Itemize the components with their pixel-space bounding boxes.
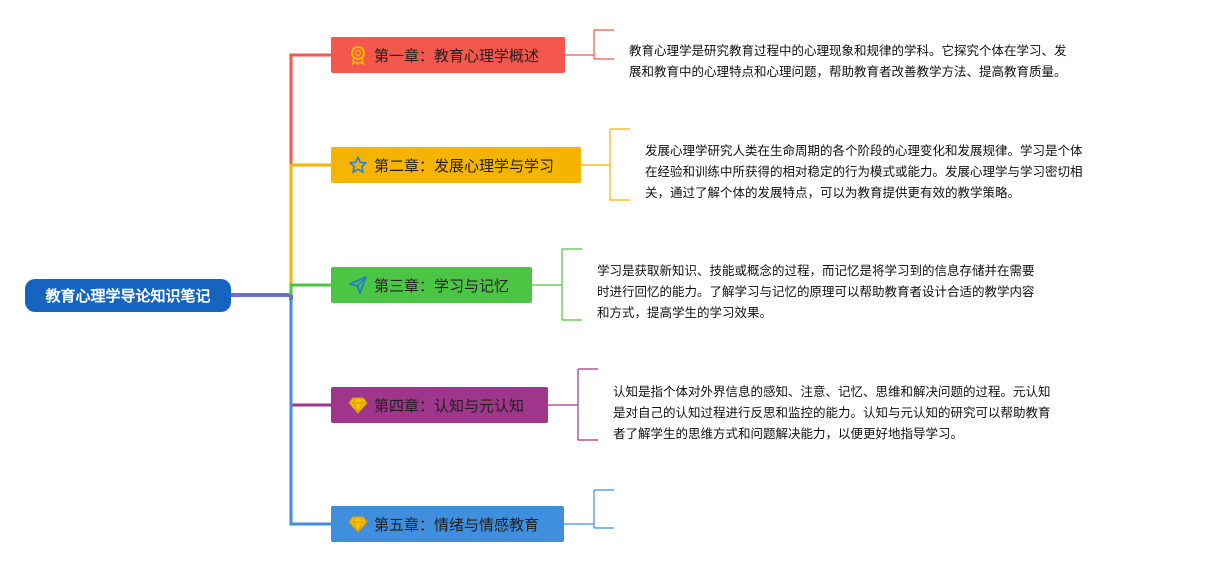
chapter-3-label: 第三章：学习与记忆 (374, 276, 510, 295)
chapter-5-label: 第五章：情绪与情感教育 (374, 515, 540, 534)
chapter-4-node[interactable]: 第四章：认知与元认知 (331, 387, 548, 423)
chapter-2-description: 发展心理学研究人类在生命周期的各个阶段的心理变化和发展规律。学习是个体 在经验和… (645, 140, 1083, 203)
branch-line-4 (289, 295, 331, 407)
description-line: 在经验和训练中所获得的相对稳定的行为模式或能力。发展心理学与学习密切相 (645, 164, 1083, 179)
chapter-3-node[interactable]: 第三章：学习与记忆 (331, 267, 532, 303)
diamond-icon (347, 394, 369, 416)
desc-connector-3 (532, 248, 582, 321)
root-topic[interactable]: 教育心理学导论知识笔记 (25, 279, 231, 312)
branch-line-2 (289, 163, 331, 290)
chapter-1-description: 教育心理学是研究教育过程中的心理现象和规律的学科。它探究个体在学习、发 展和教育… (629, 40, 1067, 82)
chapter-2-label: 第二章：发展心理学与学习 (374, 156, 555, 175)
description-line: 和方式，提高学生的学习效果。 (597, 305, 773, 320)
chapter-4-description: 认知是指个体对外界信息的感知、注意、记忆、思维和解决问题的过程。元认知 是对自己… (613, 381, 1051, 444)
desc-connector-4 (548, 368, 598, 441)
chapter-3-description: 学习是获取新知识、技能或概念的过程，而记忆是将学习到的信息存储并在需要 时进行回… (597, 260, 1035, 323)
desc-connector-1 (565, 29, 614, 60)
description-line: 时进行回忆的能力。了解学习与记忆的原理可以帮助教育者设计合适的教学内容 (597, 284, 1035, 299)
branch-line-3 (289, 283, 331, 295)
chapter-2-node[interactable]: 第二章：发展心理学与学习 (331, 147, 581, 183)
description-line: 教育心理学是研究教育过程中的心理现象和规律的学科。它探究个体在学习、发 (629, 43, 1067, 58)
branch-line-5 (289, 300, 331, 526)
chapter-4-label: 第四章：认知与元认知 (374, 396, 525, 415)
description-line: 者了解学生的思维方式和问题解决能力，以便更好地指导学习。 (613, 426, 964, 441)
description-line: 是对自己的认知过程进行反思和监控的能力。认知与元认知的研究可以帮助教育 (613, 405, 1051, 420)
star-icon (347, 154, 369, 176)
description-line: 展和教育中的心理特点和心理问题，帮助教育者改善教学方法、提高教育质量。 (629, 64, 1067, 79)
chapter-1-label: 第一章：教育心理学概述 (374, 46, 540, 65)
description-line: 关，通过了解个体的发展特点，可以为教育提供更有效的教学策略。 (645, 185, 1021, 200)
ribbon-badge-icon (347, 44, 369, 66)
desc-connector-2 (581, 128, 630, 201)
desc-connector-5 (564, 489, 614, 529)
chapter-5-node[interactable]: 第五章：情绪与情感教育 (331, 506, 564, 542)
description-line: 发展心理学研究人类在生命周期的各个阶段的心理变化和发展规律。学习是个体 (645, 143, 1083, 158)
description-line: 学习是获取新知识、技能或概念的过程，而记忆是将学习到的信息存储并在需要 (597, 263, 1035, 278)
chapter-1-node[interactable]: 第一章：教育心理学概述 (331, 37, 565, 73)
root-topic-label: 教育心理学导论知识笔记 (45, 287, 211, 305)
paper-plane-icon (347, 274, 369, 296)
branch-line-1 (289, 53, 331, 295)
diamond-icon (347, 513, 369, 535)
description-line: 认知是指个体对外界信息的感知、注意、记忆、思维和解决问题的过程。元认知 (613, 384, 1051, 399)
